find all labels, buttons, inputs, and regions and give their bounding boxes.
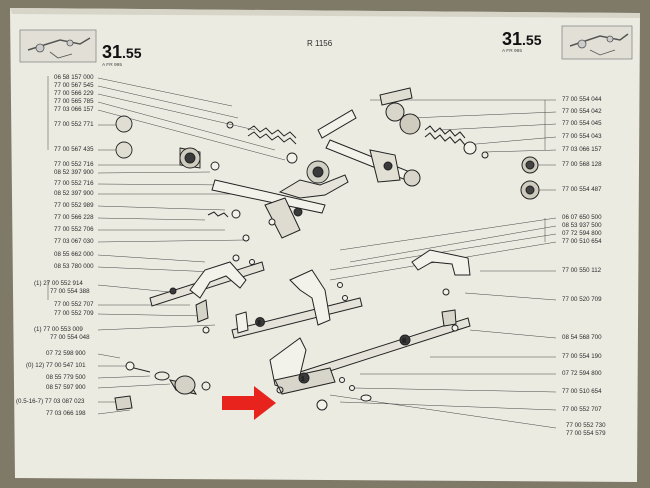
svg-text:3: 3: [258, 321, 261, 327]
part-label: 77 00 510 654: [562, 388, 602, 395]
part-label: 07 72 594 800: [562, 230, 602, 237]
part-label: 77 00 552 771: [54, 121, 94, 128]
section-number-left: 31.55: [102, 42, 142, 62]
part-label: 77 00 554 487: [562, 186, 602, 193]
part-label: 06 58 157 000: [54, 74, 94, 81]
part-label: 08 53 937 500: [562, 222, 602, 229]
part-label: 77 00 552 716: [54, 161, 94, 168]
part-label: 77 00 554 043: [562, 133, 602, 140]
part-label: 06 07 650 500: [562, 214, 602, 221]
part-label: 77 00 554 048: [50, 334, 90, 341]
left-leader-lines: [47, 76, 286, 415]
selector-fork-middle: 3: [231, 269, 363, 339]
part-label: 77 00 568 128: [562, 161, 602, 168]
drawing-reference: R 1156: [307, 39, 333, 48]
part-label: (1) 27 00 552 914: [34, 280, 83, 287]
part-label: 77 00 566 228: [54, 214, 94, 221]
part-label: 77 00 554 579: [566, 430, 606, 437]
shift-arm-right: [317, 87, 540, 200]
part-label: 08 55 779 500: [46, 374, 86, 381]
part-label: 77 00 554 388: [50, 288, 90, 295]
svg-text:1: 1: [302, 377, 305, 383]
part-label: (1) 77 00 553 009: [34, 326, 83, 333]
part-label: (0) 12) 77 00 547 101: [26, 362, 86, 369]
part-label: 77 00 554 190: [562, 353, 602, 360]
part-label: 77 00 567 545: [54, 82, 94, 89]
part-label: 07 72 598 900: [46, 350, 86, 357]
part-label: 77 03 066 198: [46, 410, 86, 417]
part-label: 77 00 552 716: [54, 180, 94, 187]
part-label: 07 72 594 800: [562, 370, 602, 377]
reverse-fork-assembly: 1: [269, 337, 372, 411]
small-note-left: A FR 995: [102, 63, 122, 68]
part-label: 77 00 552 707: [54, 301, 94, 308]
small-note-right: A FR 995: [502, 49, 522, 54]
thumbnail-left-icon: [19, 29, 97, 63]
part-label: 08 54 568 700: [562, 334, 602, 341]
spring-assembly-left: [115, 115, 330, 184]
paper-sheet: [10, 8, 640, 482]
part-label: 77 00 552 707: [562, 406, 602, 413]
svg-text:R: R: [403, 339, 407, 345]
red-arrow-icon: [222, 386, 276, 420]
part-label: 77 00 552 730: [566, 422, 606, 429]
part-label: 08 53 780 000: [54, 263, 94, 270]
part-label: 77 00 554 044: [562, 96, 602, 103]
part-label: 77 00 520 709: [562, 296, 602, 303]
part-label: 08 52 397 900: [54, 190, 94, 197]
part-label: 77 00 554 042: [562, 108, 602, 115]
thumbnail-right-icon: [561, 25, 633, 60]
part-label: 77 00 565 785: [54, 98, 94, 105]
part-label: 77 00 552 709: [54, 310, 94, 317]
part-label: 77 00 550 112: [562, 267, 602, 274]
shift-arm-upper: [207, 174, 349, 242]
detent-parts-left: [114, 361, 211, 411]
part-label: 77 00 510 654: [562, 238, 602, 245]
part-label: 77 03 066 157: [54, 106, 94, 113]
part-label: 08 52 397 900: [54, 169, 94, 176]
part-label: 77 00 567 435: [54, 146, 94, 153]
part-label: 77 03 066 157: [562, 146, 602, 153]
part-label: 77 00 566 229: [54, 90, 94, 97]
selector-rod-right: R: [299, 249, 471, 381]
part-label: 77 00 554 045: [562, 120, 602, 127]
selector-rod-left: [149, 254, 265, 334]
part-label: 08 57 597 900: [46, 384, 86, 391]
part-label: 77 00 552 706: [54, 226, 94, 233]
part-label: (0.5-16-7) 77 03 087 023: [16, 398, 85, 405]
part-label: 77 00 552 989: [54, 202, 94, 209]
paper-shadow: [10, 8, 640, 18]
part-label: 08 55 662 000: [54, 251, 94, 258]
section-number-right: 31.55: [502, 29, 542, 49]
part-label: 77 03 067 030: [54, 238, 94, 245]
